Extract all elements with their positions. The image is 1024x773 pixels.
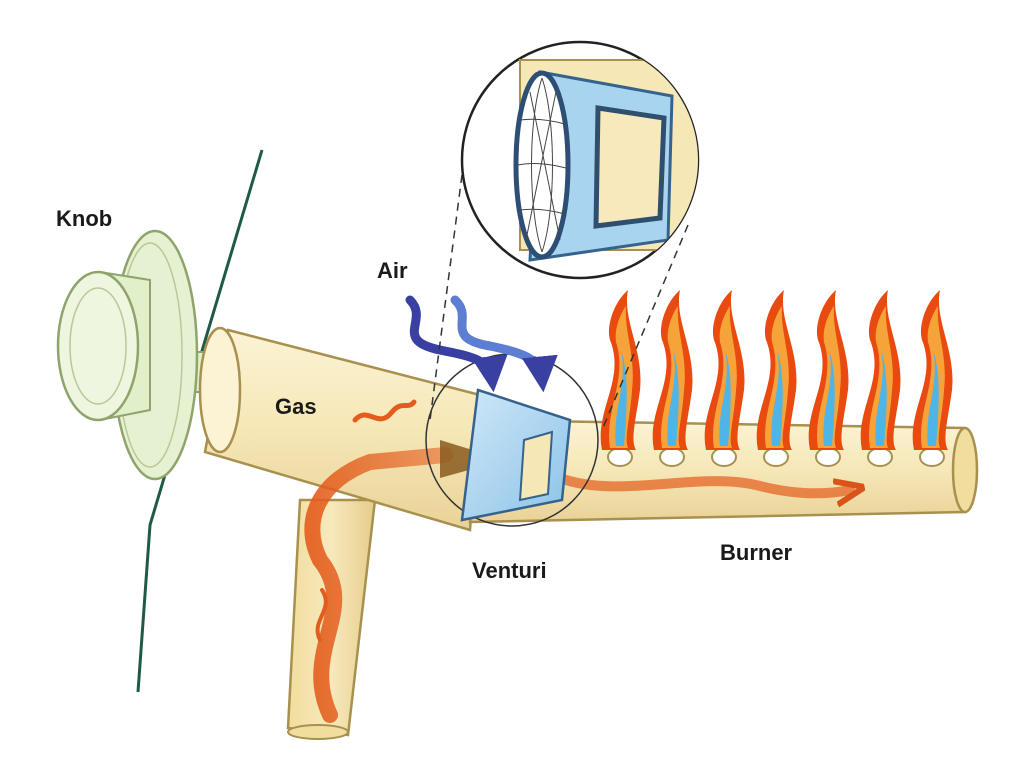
callout-leader-right: [601, 224, 689, 431]
venturi-detail-opening: [513, 70, 571, 260]
burner-flames: [600, 290, 953, 467]
gas-flow-arrow-burner: [555, 473, 850, 493]
knob-face-ring: [69, 287, 127, 405]
burner-port: [867, 447, 893, 467]
gas-pipe: [198, 326, 482, 532]
flame: [912, 290, 953, 450]
venturi: [425, 353, 599, 527]
flame: [808, 290, 849, 450]
gas-squiggle-2: [315, 588, 328, 642]
air-arrow-1: [405, 295, 508, 393]
venturi-detail-mesh: [517, 77, 567, 253]
burner-port: [711, 447, 737, 467]
burner-port: [607, 447, 633, 467]
flame: [860, 290, 901, 450]
label-air: Air: [377, 258, 408, 283]
venturi-detail-callout: [429, 40, 700, 431]
knob-face: [56, 270, 140, 422]
label-venturi: Venturi: [472, 558, 547, 583]
label-burner: Burner: [720, 540, 793, 565]
control-panel-line: [136, 149, 264, 693]
burner-port: [659, 447, 685, 467]
control-knob[interactable]: [56, 229, 224, 481]
gas-flow-arrow-supply: [304, 447, 453, 723]
flame: [652, 290, 693, 450]
air-arrow-2: [450, 295, 558, 393]
label-knob: Knob: [56, 206, 113, 231]
burner-port: [815, 447, 841, 467]
gas-squiggle-1: [352, 399, 417, 423]
venturi-air-port: [518, 430, 554, 502]
label-gas: Gas: [275, 394, 317, 419]
burner-port: [919, 447, 945, 467]
venturi-body: [460, 388, 572, 522]
burner-port: [763, 447, 789, 467]
flame: [704, 290, 745, 450]
flame: [756, 290, 797, 450]
air-inflow: [405, 295, 558, 393]
